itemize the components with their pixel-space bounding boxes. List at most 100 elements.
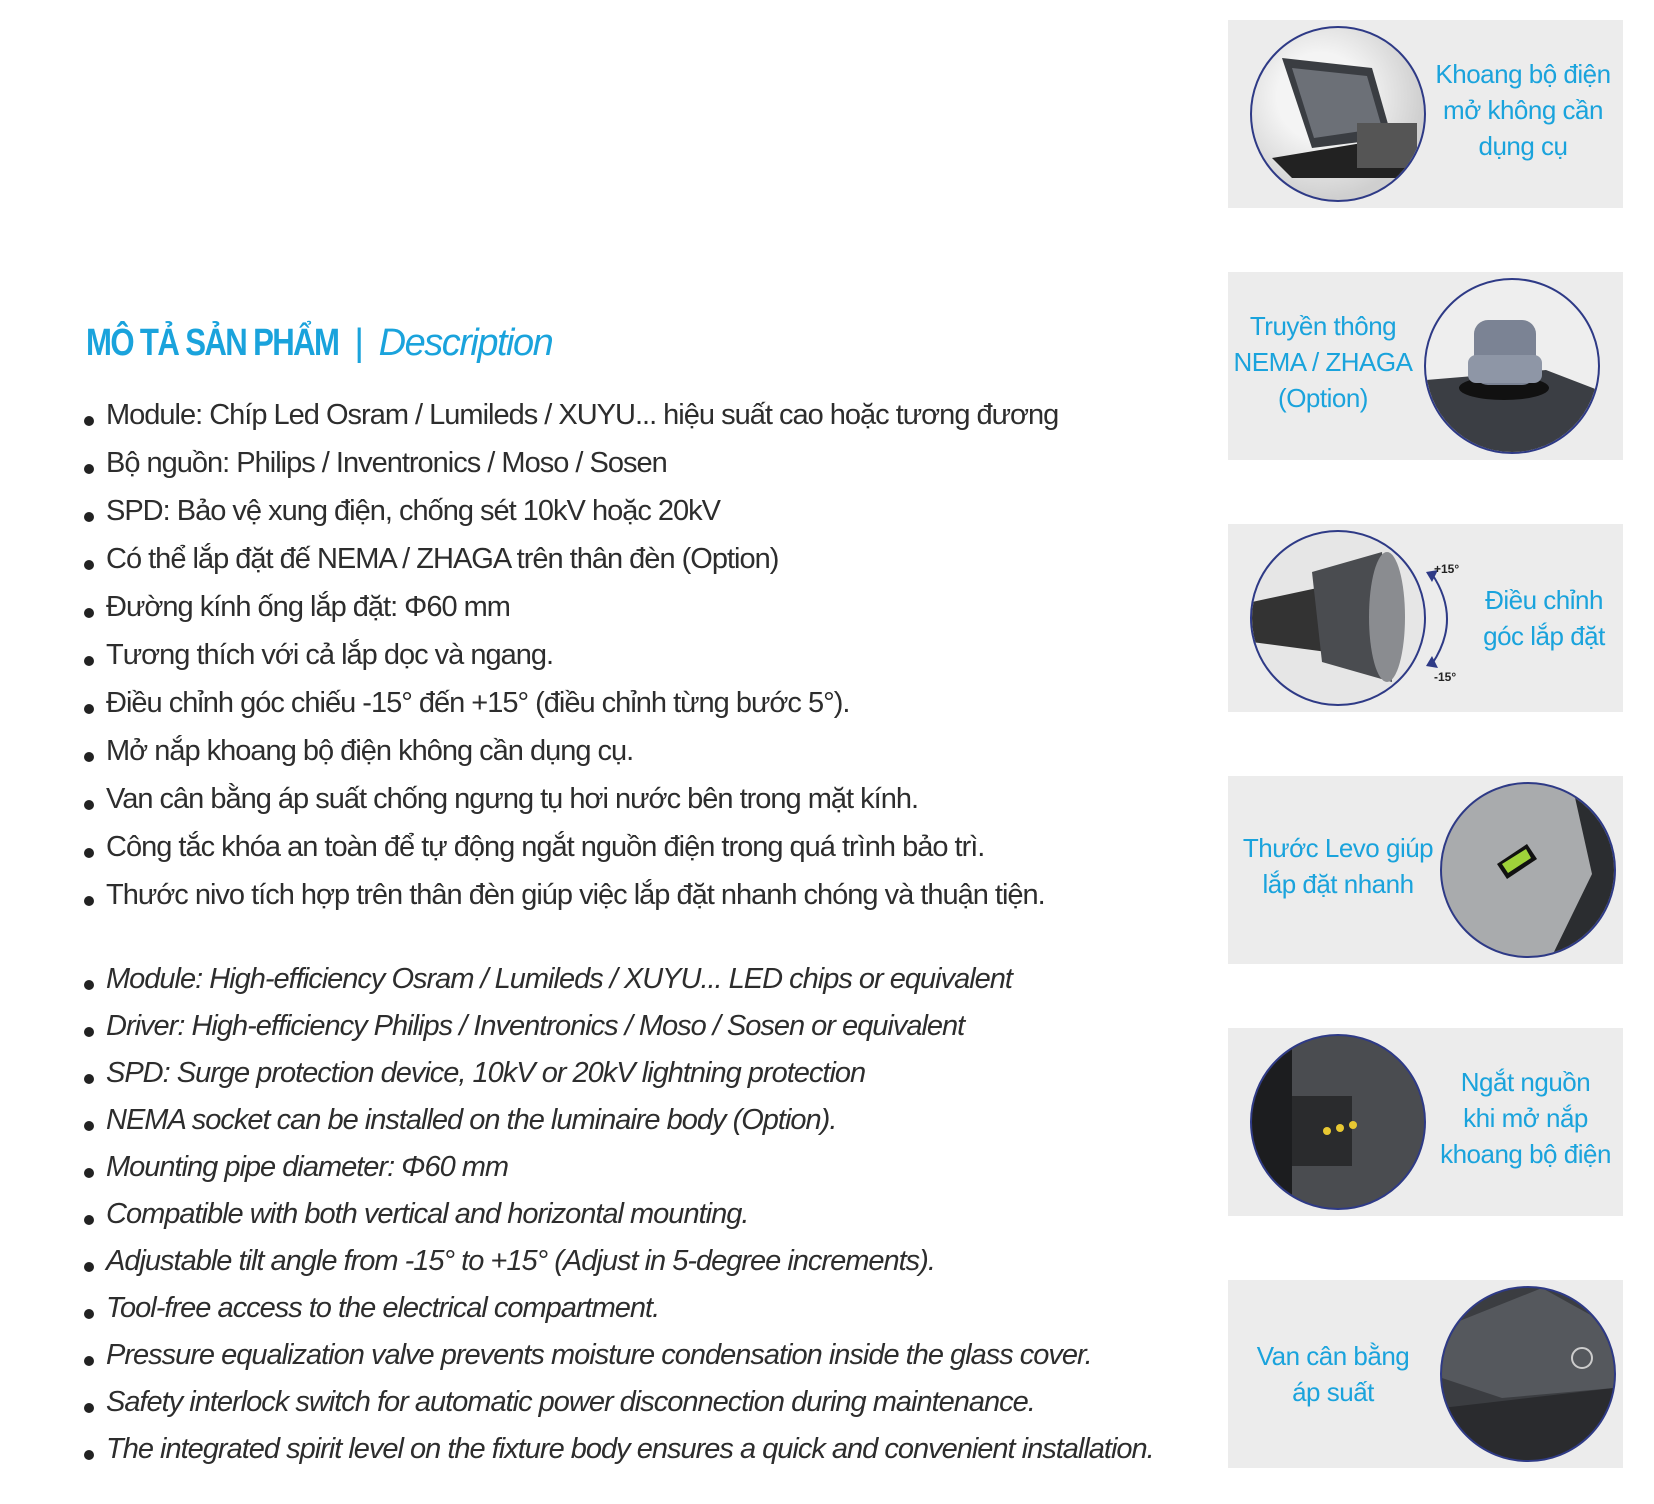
interlock-switch-image xyxy=(1250,1034,1426,1210)
feature-bullet: Bộ nguồn: Philips / Inventronics / Moso … xyxy=(84,439,1058,487)
vietnamese-feature-list: Module: Chíp Led Osram / Lumileds / XUYU… xyxy=(84,391,1059,919)
feature-bullet: Công tắc khóa an toàn để tự động ngắt ng… xyxy=(84,823,1058,871)
feature-bullet: Driver: High-efficiency Philips / Invent… xyxy=(84,1003,1154,1050)
bullet-text: Driver: High-efficiency Philips / Invent… xyxy=(106,1010,965,1042)
bullet-text: Pressure equalization valve prevents moi… xyxy=(106,1339,1093,1371)
feature-label: Điều chỉnh góc lắp đặt xyxy=(1464,582,1624,654)
bullet-text: Thước nivo tích hợp trên thân đèn giúp v… xyxy=(106,879,1046,911)
bullet-icon xyxy=(84,560,94,570)
feature-bullet: Pressure equalization valve prevents moi… xyxy=(84,1332,1154,1379)
bullet-icon xyxy=(84,1356,94,1366)
bullet-text: NEMA socket can be installed on the lumi… xyxy=(106,1104,837,1136)
angle-top-label: +15° xyxy=(1434,562,1460,576)
bullet-icon xyxy=(84,608,94,618)
bullet-text: Van cân bằng áp suất chống ngưng tụ hơi … xyxy=(106,783,919,815)
heading-vietnamese: MÔ TẢ SẢN PHẨM xyxy=(86,322,340,364)
feature-label-line: Thước Levo giúp xyxy=(1242,833,1434,863)
section-heading: MÔ TẢ SẢN PHẨM | Description xyxy=(86,322,554,365)
bullet-icon xyxy=(84,464,94,474)
feature-bullet: Safety interlock switch for automatic po… xyxy=(84,1379,1154,1426)
angle-bottom-label: -15° xyxy=(1434,670,1457,684)
bullet-text: Điều chỉnh góc chiếu -15° đến +15° (điều… xyxy=(106,687,850,719)
bullet-icon xyxy=(84,752,94,762)
feature-bullet: Compatible with both vertical and horizo… xyxy=(84,1191,1154,1238)
feature-bullet: SPD: Surge protection device, 10kV or 20… xyxy=(84,1050,1154,1097)
bullet-icon xyxy=(84,1450,94,1460)
spirit-level-image xyxy=(1440,782,1616,958)
compartment-image xyxy=(1250,26,1426,202)
bullet-text: Bộ nguồn: Philips / Inventronics / Moso … xyxy=(106,447,668,479)
bullet-text: Mounting pipe diameter: Φ60 mm xyxy=(106,1151,509,1183)
feature-label-line: áp suất xyxy=(1292,1377,1374,1407)
feature-bullet: Tool-free access to the electrical compa… xyxy=(84,1285,1154,1332)
bullet-icon xyxy=(84,1121,94,1131)
feature-panel-compartment: Khoang bộ điện mở không cần dụng cụ xyxy=(1228,20,1623,208)
feature-label: Van cân bằng áp suất xyxy=(1228,1338,1438,1410)
feature-label-line: NEMA / ZHAGA xyxy=(1233,347,1413,377)
feature-label: Thước Levo giúp lắp đặt nhanh xyxy=(1228,830,1448,902)
bullet-text: SPD: Bảo vệ xung điện, chống sét 10kV ho… xyxy=(106,495,721,527)
feature-bullet: Module: Chíp Led Osram / Lumileds / XUYU… xyxy=(84,391,1059,439)
feature-bullet: The integrated spirit level on the fixtu… xyxy=(84,1426,1155,1473)
bullet-text: Safety interlock switch for automatic po… xyxy=(106,1386,1036,1418)
bullet-icon xyxy=(84,800,94,810)
feature-bullet: Mounting pipe diameter: Φ60 mm xyxy=(84,1144,1154,1191)
heading-english: Description xyxy=(378,322,554,364)
feature-label-line: dụng cụ xyxy=(1478,131,1568,161)
bullet-icon xyxy=(84,848,94,858)
feature-label: Khoang bộ điện mở không cần dụng cụ xyxy=(1428,56,1618,164)
feature-label-line: lắp đặt nhanh xyxy=(1262,869,1414,899)
bullet-icon xyxy=(84,1074,94,1084)
feature-bullet: Adjustable tilt angle from -15° to +15° … xyxy=(84,1238,1154,1285)
feature-label-line: Van cân bằng xyxy=(1256,1341,1410,1371)
feature-label-line: góc lắp đặt xyxy=(1483,621,1605,651)
bullet-text: Có thể lắp đặt đế NEMA / ZHAGA trên thân… xyxy=(106,543,779,575)
bullet-icon xyxy=(84,980,94,990)
bullet-text: Module: High-efficiency Osram / Lumileds… xyxy=(106,963,1013,995)
feature-label-line: khi mở nắp xyxy=(1463,1103,1588,1133)
rotation-arrow-icon xyxy=(1426,570,1448,668)
feature-bullet: Van cân bằng áp suất chống ngưng tụ hơi … xyxy=(84,775,1058,823)
feature-panel-tilt: +15° -15° Điều chỉnh góc lắp đặt xyxy=(1228,524,1623,712)
nema-socket-image xyxy=(1424,278,1600,454)
bullet-icon xyxy=(84,1168,94,1178)
bullet-text: Tool-free access to the electrical compa… xyxy=(106,1292,660,1324)
bullet-text: Công tắc khóa an toàn để tự động ngắt ng… xyxy=(106,831,985,863)
bullet-icon xyxy=(84,416,94,426)
bullet-icon xyxy=(84,896,94,906)
bullet-icon xyxy=(84,1215,94,1225)
feature-label-line: Ngắt nguồn xyxy=(1460,1067,1591,1097)
bullet-text: Adjustable tilt angle from -15° to +15° … xyxy=(106,1245,936,1277)
feature-panel-valve: Van cân bằng áp suất xyxy=(1228,1280,1623,1468)
english-feature-list: Module: High-efficiency Osram / Lumileds… xyxy=(84,956,1155,1473)
bullet-icon xyxy=(84,656,94,666)
feature-bullet: Module: High-efficiency Osram / Lumileds… xyxy=(84,956,1154,1003)
feature-label-line: Điều chỉnh xyxy=(1485,585,1603,615)
feature-bullet: Có thể lắp đặt đế NEMA / ZHAGA trên thân… xyxy=(84,535,1058,583)
feature-panel-spirit-level: Thước Levo giúp lắp đặt nhanh xyxy=(1228,776,1623,964)
bullet-icon xyxy=(84,1027,94,1037)
pressure-valve-image xyxy=(1440,1286,1616,1462)
feature-bullet: Điều chỉnh góc chiếu -15° đến +15° (điều… xyxy=(84,679,1058,727)
feature-panel-interlock: Ngắt nguồn khi mở nắp khoang bộ điện xyxy=(1228,1028,1623,1216)
bullet-text: Compatible with both vertical and horizo… xyxy=(106,1198,749,1230)
feature-bullet: Đường kính ống lắp đặt: Φ60 mm xyxy=(84,583,1058,631)
bullet-text: Module: Chíp Led Osram / Lumileds / XUYU… xyxy=(106,399,1059,431)
bullet-icon xyxy=(84,1309,94,1319)
feature-bullet: Thước nivo tích hợp trên thân đèn giúp v… xyxy=(84,871,1058,919)
feature-label-line: Truyền thông xyxy=(1249,311,1397,341)
tilt-joint-image xyxy=(1250,530,1426,706)
feature-label-line: mở không cần xyxy=(1443,95,1603,125)
bullet-text: Mở nắp khoang bộ điện không cần dụng cụ. xyxy=(106,735,634,767)
heading-separator: | xyxy=(354,322,364,364)
bullet-icon xyxy=(84,1262,94,1272)
feature-label-line: khoang bộ điện xyxy=(1440,1139,1611,1169)
feature-bullet: SPD: Bảo vệ xung điện, chống sét 10kV ho… xyxy=(84,487,1058,535)
bullet-icon xyxy=(84,512,94,522)
bullet-text: Tương thích với cả lắp dọc và ngang. xyxy=(106,639,554,671)
feature-bullet: Tương thích với cả lắp dọc và ngang. xyxy=(84,631,1058,679)
feature-label-line: Khoang bộ điện xyxy=(1435,59,1611,89)
feature-bullet: NEMA socket can be installed on the lumi… xyxy=(84,1097,1154,1144)
